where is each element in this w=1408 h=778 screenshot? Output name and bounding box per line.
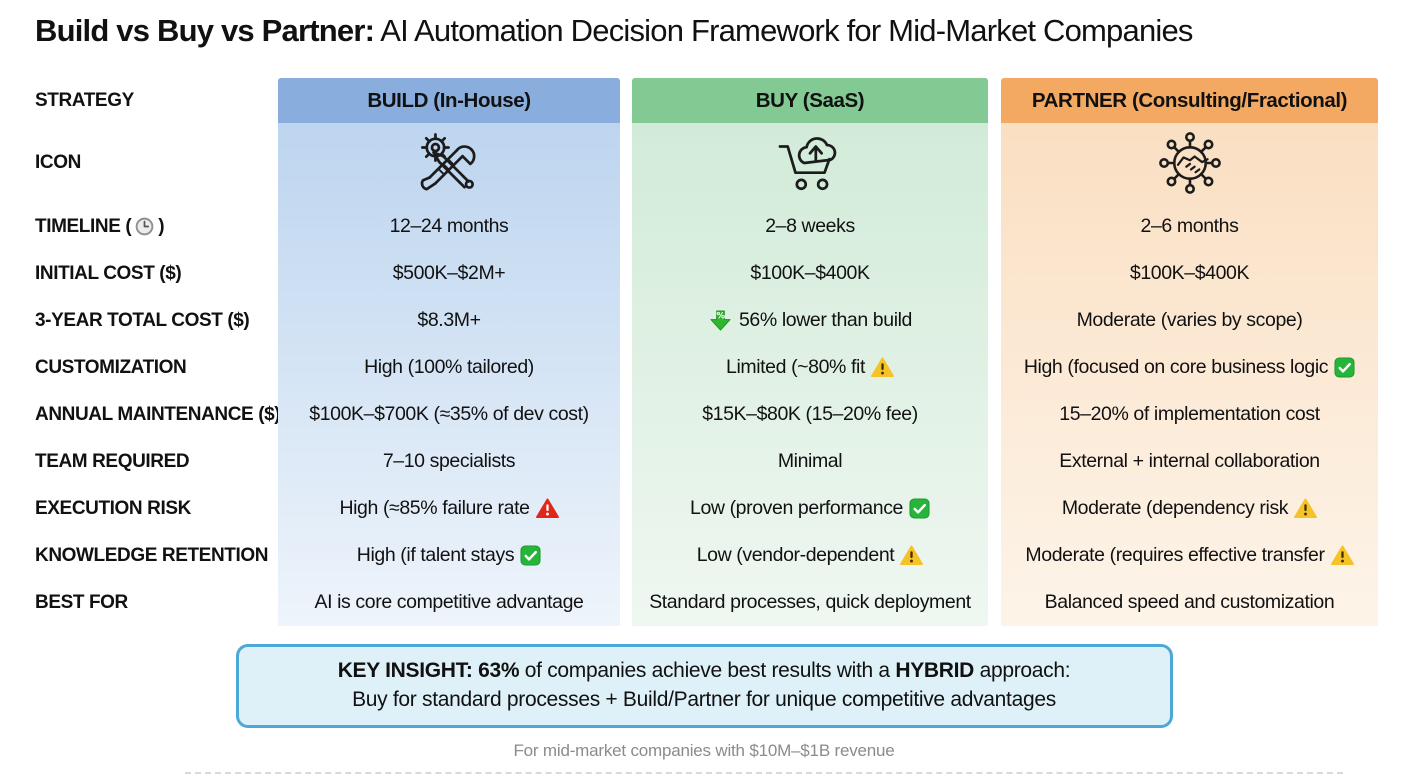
percent-down-icon: % [708, 309, 733, 332]
icon-row-build [278, 123, 620, 203]
cell-partner-4: 15–20% of implementation cost [1059, 403, 1320, 425]
row-label-annual-maintenance: ANNUAL MAINTENANCE ($) [35, 403, 281, 425]
green-check-icon [520, 545, 541, 566]
yellow-warning-icon [900, 545, 924, 566]
column-body-buy: 2–8 weeks $100K–$400K %56% lower than buil… [632, 123, 988, 626]
green-check-icon [1334, 357, 1355, 378]
cart-cloud-icon [772, 132, 848, 194]
column-header-build: BUILD (In-House) [278, 78, 620, 123]
cell-buy-4: $15K–$80K (15–20% fee) [702, 403, 918, 425]
column-partner: PARTNER (Consulting/Fractional)2–6 month… [1001, 78, 1378, 626]
green-check-icon [909, 498, 930, 519]
yellow-warning-icon [871, 357, 894, 378]
column-header-buy: BUY (SaaS) [632, 78, 988, 123]
cell-partner-3: High (focused on core business logic [1001, 344, 1378, 391]
column-buy: BUY (SaaS) 2–8 weeks $100K–$400K %56% lower… [632, 78, 988, 626]
key-insight-line1: KEY INSIGHT: 63% of companies achieve be… [337, 659, 1071, 682]
cell-partner-6: Moderate (dependency risk [1001, 485, 1378, 532]
tools-icon [413, 133, 485, 193]
comparison-table: STRATEGY ICON TIMELINE () INITIAL COST ($) 3… [35, 78, 1408, 626]
cell-buy-5: Minimal [777, 450, 843, 472]
bottom-divider [185, 772, 1343, 774]
cell-buy-6: Low (proven performance [632, 485, 988, 532]
cell-partner-5: External + internal collaboration [1059, 450, 1320, 472]
row-label-execution-risk: EXECUTION RISK [35, 497, 191, 519]
key-insight-stat: KEY INSIGHT: 63% [337, 659, 520, 682]
row-label-best-for: BEST FOR [35, 591, 128, 613]
cell-build-4: $100K–$700K (≈35% of dev cost) [309, 403, 589, 425]
cell-build-0: 12–24 months [389, 215, 509, 237]
infographic-root: Build vs Buy vs Partner: AI Automation D… [0, 10, 1408, 774]
cell-partner-8: Balanced speed and customization [1044, 591, 1335, 613]
row-label-timeline: TIMELINE () [35, 215, 165, 237]
column-body-build: 12–24 months $500K–$2M+ $8.3M+ High (100% t… [278, 123, 620, 626]
key-insight-line2: Buy for standard processes + Build/Partn… [352, 688, 1056, 711]
row-label-strategy: STRATEGY [35, 89, 134, 111]
page-title-bold: Build vs Buy vs Partner: [35, 13, 375, 48]
cell-buy-8: Standard processes, quick deployment [649, 591, 971, 613]
column-build: BUILD (In-House) 12–24 months $500K–$2M+ $8… [278, 78, 620, 626]
page-title: Build vs Buy vs Partner: AI Automation D… [35, 10, 1408, 52]
cell-partner-0: 2–6 months [1140, 215, 1239, 237]
row-label-knowledge-retention: KNOWLEDGE RETENTION [35, 544, 269, 566]
row-label-3-year-total-cost: 3-YEAR TOTAL COST ($) [35, 309, 250, 331]
cell-partner-7: Moderate (requires effective transfer [1001, 532, 1378, 579]
red-warning-icon [535, 498, 559, 519]
footnote: For mid-market companies with $10M–$1B r… [513, 741, 895, 760]
clock-icon [135, 217, 154, 236]
cell-build-8: AI is core competitive advantage [314, 591, 584, 613]
column-body-partner: 2–6 months $100K–$400K Moderate (varies by… [1001, 123, 1378, 626]
page-title-rest: AI Automation Decision Framework for Mid… [374, 13, 1193, 48]
cell-build-1: $500K–$2M+ [392, 262, 506, 284]
cell-build-3: High (100% tailored) [364, 356, 534, 378]
cell-partner-1: $100K–$400K [1129, 262, 1250, 284]
handshake-network-icon [1153, 131, 1227, 195]
cell-build-6: High (≈85% failure rate [278, 485, 620, 532]
cell-build-2: $8.3M+ [417, 309, 481, 331]
row-label-icon: ICON [35, 152, 81, 173]
cell-build-7: High (if talent stays [278, 532, 620, 579]
row-label-team-required: TEAM REQUIRED [35, 450, 190, 472]
icon-row-partner [1001, 123, 1378, 203]
yellow-warning-icon [1330, 545, 1354, 566]
cell-buy-1: $100K–$400K [750, 262, 870, 284]
svg-text:%: % [716, 312, 725, 322]
cell-build-5: 7–10 specialists [382, 450, 516, 472]
row-label-customization: CUSTOMIZATION [35, 356, 187, 378]
key-insight-hybrid: HYBRID [895, 659, 975, 682]
row-labels-column: STRATEGY ICON TIMELINE () INITIAL COST ($) 3… [35, 78, 281, 626]
cell-buy-3: Limited (~80% fit [632, 344, 988, 391]
row-label-initial-cost: INITIAL COST ($) [35, 262, 182, 284]
columns: BUILD (In-House) 12–24 months $500K–$2M+ $8… [278, 78, 1378, 626]
yellow-warning-icon [1294, 498, 1318, 519]
cell-partner-2: Moderate (varies by scope) [1076, 309, 1303, 331]
cell-buy-2: %56% lower than build [632, 297, 988, 344]
icon-row-buy [632, 123, 988, 203]
cell-buy-7: Low (vendor-dependent [632, 532, 988, 579]
cell-buy-0: 2–8 weeks [765, 215, 855, 237]
key-insight-box: KEY INSIGHT: 63% of companies achieve be… [235, 644, 1173, 728]
column-header-partner: PARTNER (Consulting/Fractional) [1001, 78, 1378, 123]
